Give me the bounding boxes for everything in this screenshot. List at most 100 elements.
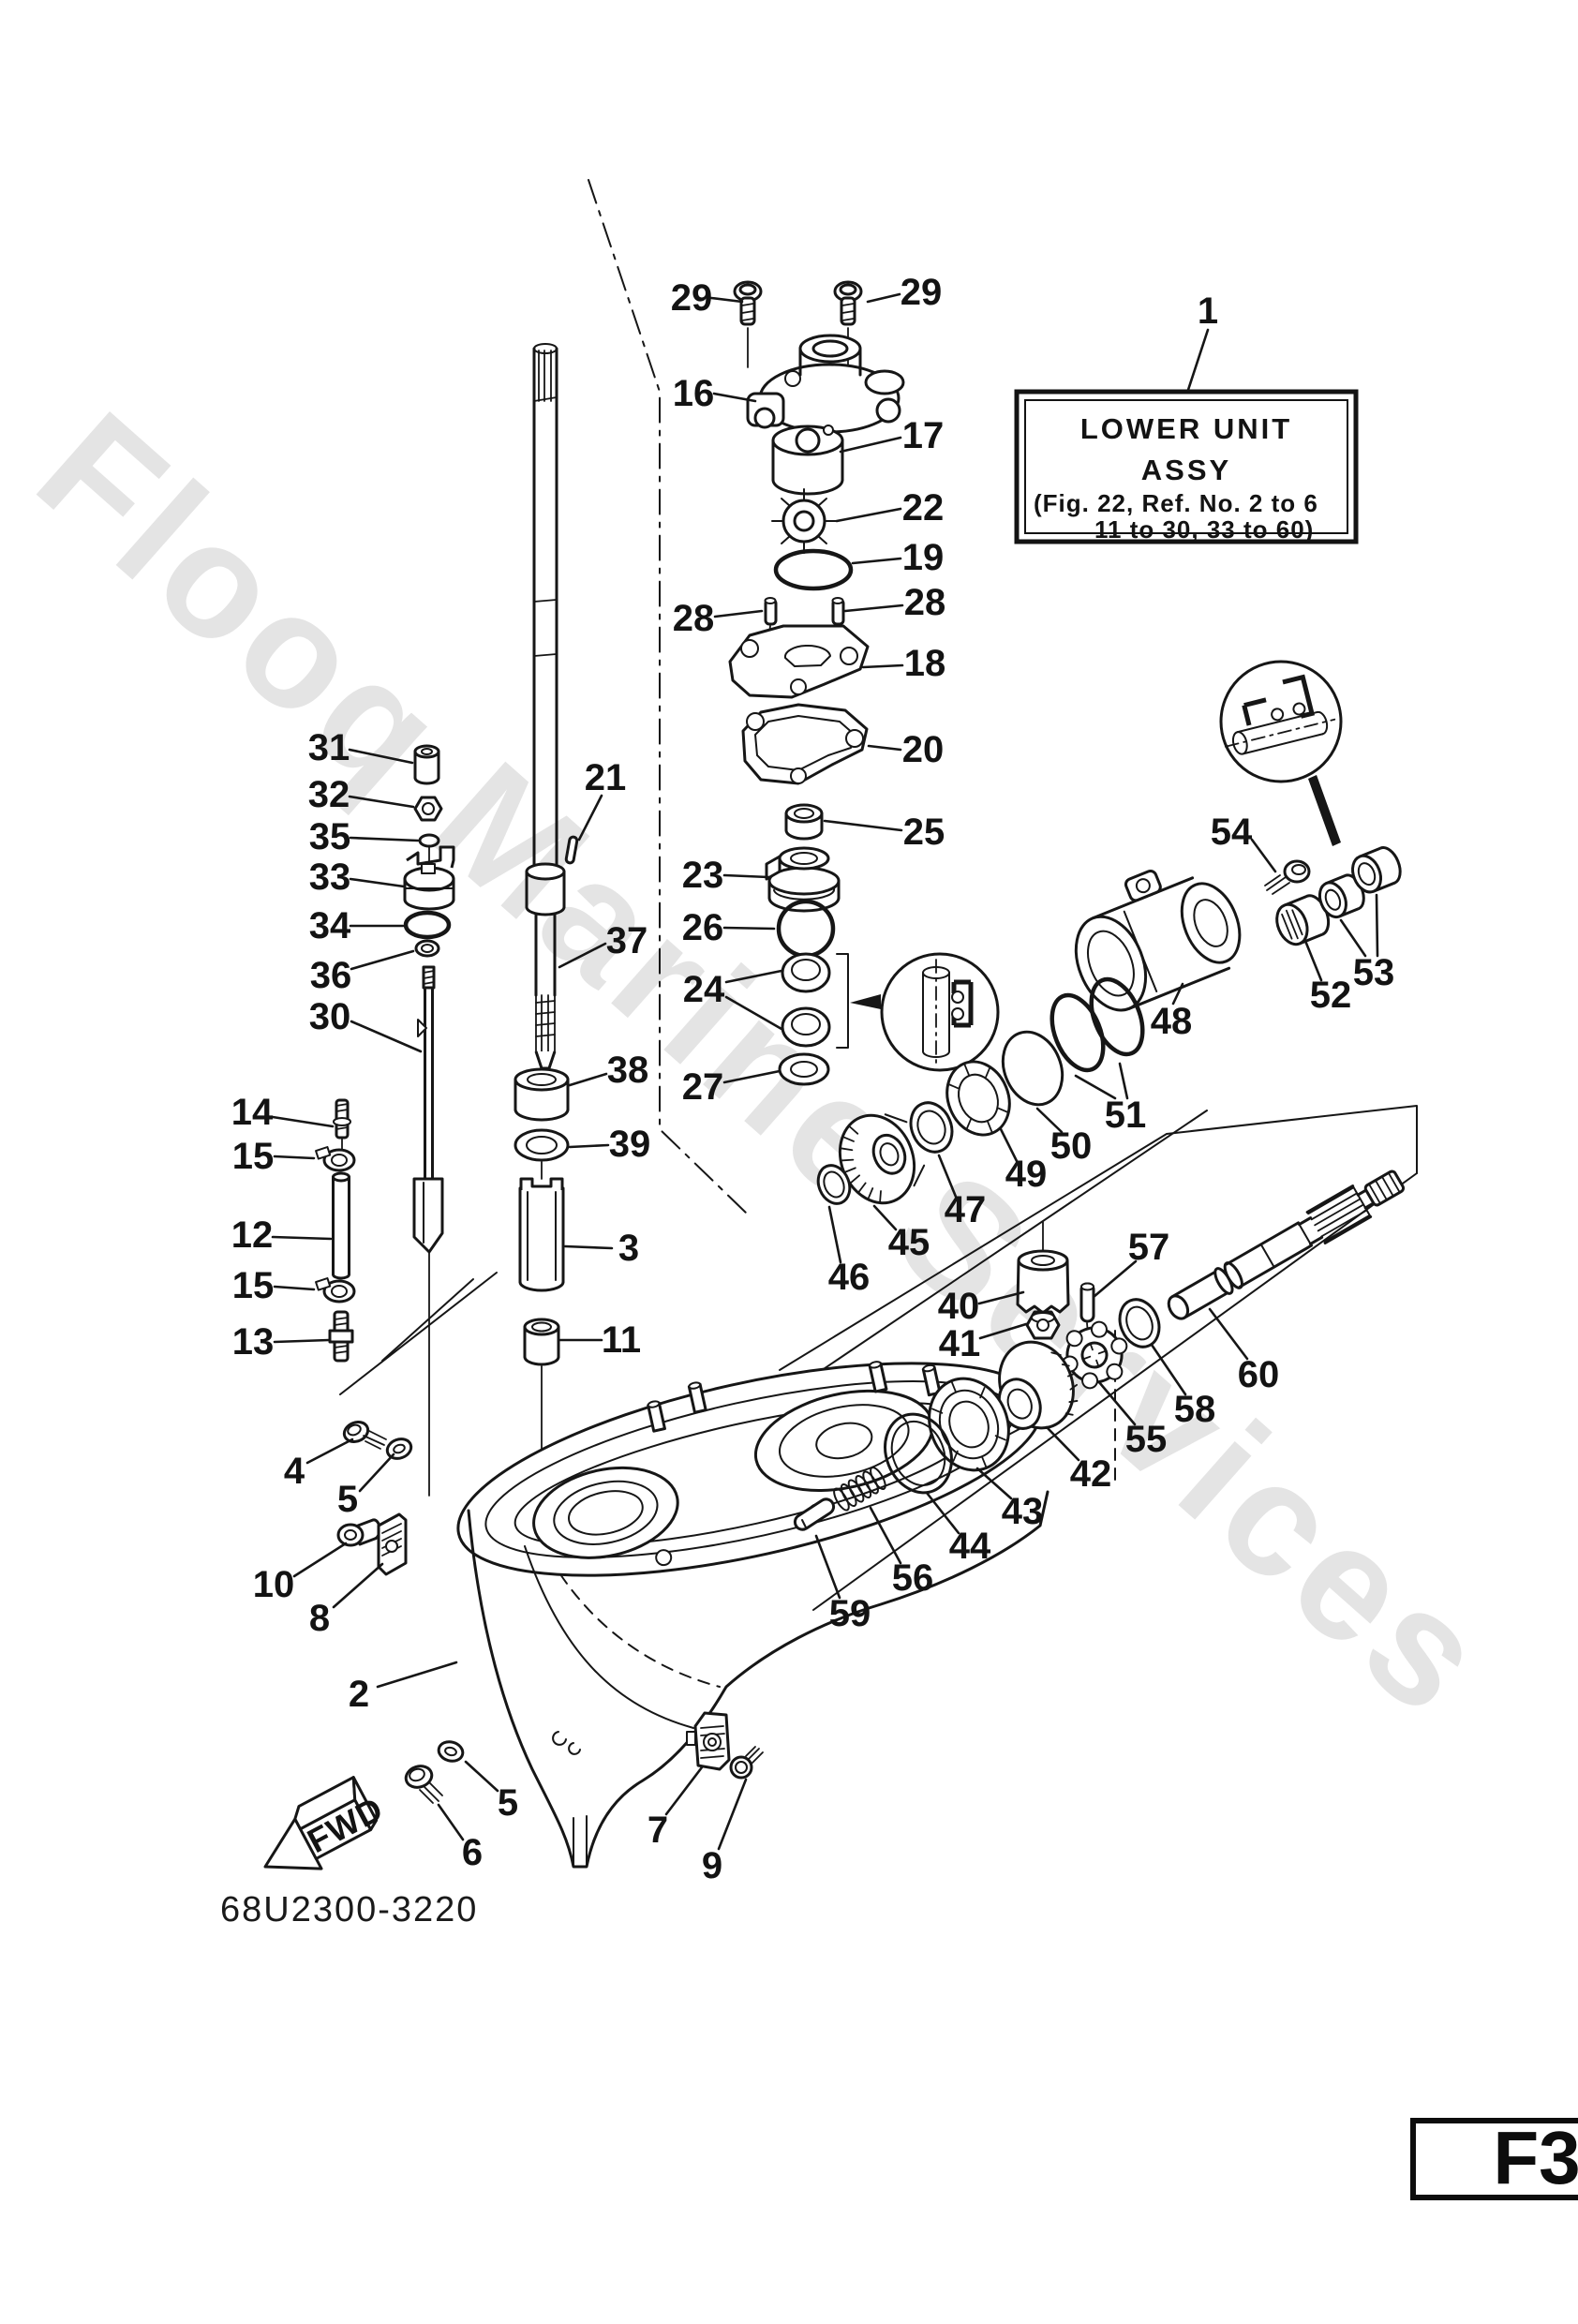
callout-33: 33 — [309, 857, 351, 898]
part-23-oil-seal-housing — [765, 846, 841, 913]
part-3-drive-shaft-sleeve — [518, 1177, 565, 1292]
callout-29: 29 — [901, 272, 943, 313]
leader-line-24 — [724, 969, 783, 984]
part-50-oring — [1001, 1030, 1064, 1107]
leader-line-49 — [999, 1127, 1019, 1163]
callout-14: 14 — [231, 1092, 274, 1133]
leader-line-15 — [273, 1285, 316, 1291]
leader-line-46 — [827, 1205, 842, 1264]
part-58-washer-ring — [1118, 1298, 1161, 1348]
callout-5: 5 — [498, 1782, 518, 1824]
part-40-thrust-hub — [1016, 1221, 1070, 1315]
leader-line-3 — [563, 1244, 614, 1250]
part-59-pin — [793, 1497, 836, 1531]
callout-3: 3 — [618, 1228, 639, 1269]
callout-19: 19 — [902, 537, 945, 578]
callout-12: 12 — [231, 1214, 274, 1256]
callout-25: 25 — [903, 812, 945, 853]
section-boundary-lines — [339, 179, 1418, 1611]
leader-line-14 — [271, 1115, 335, 1128]
callout-38: 38 — [607, 1050, 649, 1091]
leader-line-8 — [332, 1562, 384, 1609]
callout-35: 35 — [309, 816, 351, 857]
leader-line-26 — [722, 926, 776, 931]
callout-11: 11 — [602, 1319, 641, 1361]
leader-line-15 — [273, 1155, 316, 1160]
leader-line-12 — [271, 1235, 333, 1241]
leader-line-4 — [305, 1438, 354, 1465]
part-54-bolt — [1264, 859, 1311, 895]
leader-line-29 — [866, 292, 901, 304]
part-30-shift-rod — [412, 965, 444, 1497]
callout-24: 24 — [683, 969, 725, 1010]
leader-line-50 — [1035, 1107, 1064, 1134]
callout-40: 40 — [938, 1286, 980, 1327]
callout-29: 29 — [671, 277, 713, 319]
callout-51: 51 — [1105, 1095, 1147, 1136]
part-32-nut — [413, 796, 443, 822]
leader-line-43 — [975, 1467, 1013, 1500]
part-46-thrust-washer — [816, 1164, 852, 1205]
callout-48: 48 — [1151, 1001, 1193, 1042]
callout-15: 15 — [232, 1136, 275, 1177]
callout-44: 44 — [949, 1526, 991, 1567]
callout-21: 21 — [585, 757, 627, 798]
part-10-plug — [336, 1518, 381, 1547]
part-36-washer-seal — [414, 939, 440, 958]
callout-4: 4 — [284, 1451, 305, 1492]
leader-line-5 — [464, 1760, 499, 1793]
callout-28: 28 — [673, 598, 715, 639]
title-ref2: 11 to 30, 33 to 60) — [1094, 515, 1314, 544]
callout-5: 5 — [337, 1479, 358, 1520]
part-57-pin — [1079, 1282, 1095, 1345]
part-6-bolt — [404, 1765, 443, 1804]
callout-6: 6 — [462, 1832, 483, 1873]
leader-line-28 — [713, 609, 764, 618]
part-16-water-pump-housing — [746, 334, 905, 434]
callout-57: 57 — [1128, 1227, 1170, 1268]
part-44-shim-washer — [884, 1412, 953, 1495]
part-47-shim — [909, 1101, 954, 1154]
part-28-dowel-pins — [764, 597, 845, 655]
callout-34: 34 — [309, 905, 351, 946]
leader-line-25 — [823, 819, 903, 832]
callout-53: 53 — [1353, 952, 1395, 993]
callout-7: 7 — [648, 1810, 668, 1851]
callout-41: 41 — [939, 1323, 981, 1364]
callout-36: 36 — [310, 955, 352, 996]
callout-26: 26 — [682, 907, 724, 948]
part-45-forward-gear — [838, 1113, 926, 1205]
part-14-connector-stud — [333, 1098, 351, 1150]
leader-line-17 — [839, 436, 902, 454]
callout-56: 56 — [892, 1557, 934, 1599]
leader-line-52 — [1303, 939, 1323, 982]
leader-line-35 — [349, 836, 420, 842]
part-7-trim-tab — [686, 1711, 731, 1771]
title-line1: LOWER UNIT — [1080, 412, 1292, 445]
part-29-screws — [733, 280, 863, 368]
leader-line-56 — [869, 1506, 902, 1565]
leader-line-28 — [843, 603, 904, 613]
part-49-bearing — [945, 1060, 1011, 1137]
callout-1: 1 — [1198, 290, 1218, 332]
callout-45: 45 — [888, 1222, 930, 1263]
leader-line-27 — [722, 1069, 782, 1084]
callout-16: 16 — [673, 373, 715, 414]
part-42-reverse-gear — [997, 1340, 1079, 1430]
callout-2: 2 — [349, 1674, 369, 1715]
part-9-bolt — [729, 1746, 764, 1780]
part-41-nut — [1025, 1310, 1061, 1340]
leader-line-51 — [1118, 1062, 1129, 1100]
callout-9: 9 — [702, 1845, 722, 1886]
leader-line-16 — [712, 392, 757, 403]
part-39-washer — [514, 1128, 570, 1180]
part-4-bolt — [342, 1421, 387, 1450]
part-15-clip-upper — [315, 1146, 356, 1172]
callout-37: 37 — [606, 920, 648, 961]
callout-42: 42 — [1070, 1453, 1112, 1495]
part-8-anode — [377, 1512, 408, 1576]
part-24-needle-bearings — [781, 952, 881, 1049]
leader-line-33 — [349, 877, 406, 888]
leader-line-19 — [851, 557, 902, 565]
